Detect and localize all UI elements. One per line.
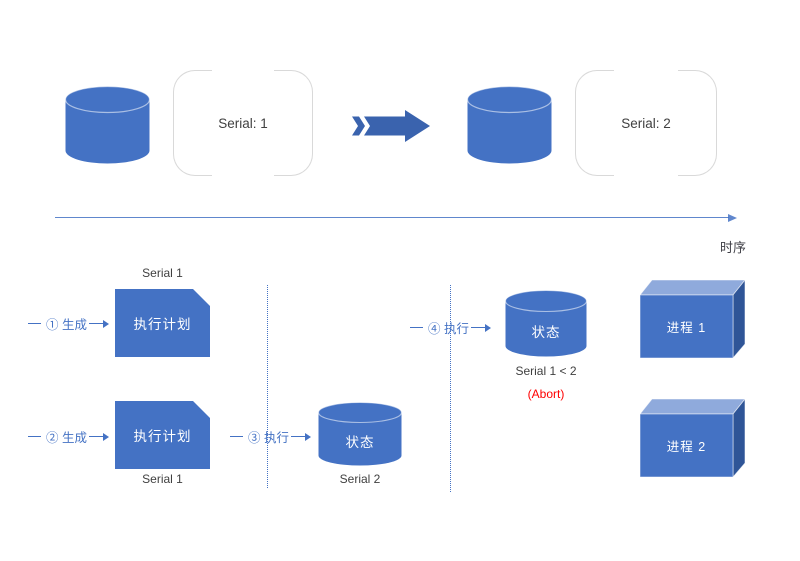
- connector-stem: [88, 322, 103, 325]
- step-2-label: ② 生成: [46, 431, 87, 445]
- right-bracket-icon: [678, 70, 717, 176]
- timeline-arrowhead-icon: [728, 213, 737, 222]
- serial-bracket-1: Serial: 1: [173, 70, 313, 176]
- serial-bracket-2: Serial: 2: [575, 70, 717, 176]
- process-cube-2: 进程 2: [640, 397, 745, 478]
- connector-dash: [28, 435, 41, 438]
- cube-icon: [640, 279, 745, 359]
- timeline-label: 时序: [719, 240, 746, 255]
- process-2-title: 进程 2: [666, 440, 707, 454]
- state-ok-title: 状态: [345, 435, 375, 450]
- step-4-execute: ④ 执行: [410, 318, 491, 337]
- separator-dotted-line-2: [450, 285, 451, 492]
- timeline-axis: [55, 217, 729, 219]
- right-bracket-icon: [274, 70, 313, 176]
- connector-stem: [88, 435, 103, 438]
- state-cylinder-abort: 状态: [505, 290, 587, 357]
- step-3-label: ③ 执行: [248, 431, 289, 445]
- step-1-generate: ① 生成: [28, 314, 109, 333]
- cylinder-icon: [505, 290, 587, 357]
- serial-1-value: Serial: 1: [218, 115, 268, 131]
- state-ok-serial-label: Serial 2: [339, 472, 381, 486]
- arrowhead-icon: [102, 432, 109, 441]
- arrowhead-icon: [102, 319, 109, 328]
- cylinder-icon: [318, 402, 402, 466]
- step-3-execute: ③ 执行: [230, 427, 311, 446]
- separator-dotted-line-1: [267, 285, 268, 488]
- execution-plan-card-2: 执行计划: [115, 401, 210, 469]
- serial-2-value: Serial: 2: [621, 115, 671, 131]
- cylinder-icon: [65, 86, 150, 164]
- process-1-title: 进程 1: [666, 321, 707, 335]
- cube-icon: [640, 398, 745, 478]
- state-abort-serial-label: Serial 1 < 2: [515, 364, 577, 378]
- plan1-title: 执行计划: [133, 317, 192, 332]
- cylinder-icon: [467, 86, 552, 164]
- database-cylinder-1: [65, 86, 150, 164]
- left-bracket-icon: [575, 70, 614, 176]
- arrowhead-icon: [484, 323, 491, 332]
- connector-stem: [290, 435, 305, 438]
- connector-dash: [230, 435, 243, 438]
- plan1-serial-label: Serial 1: [142, 266, 183, 280]
- process-cube-1: 进程 1: [640, 278, 745, 359]
- arrowhead-icon: [304, 432, 311, 441]
- plan2-title: 执行计划: [133, 429, 192, 444]
- connector-stem: [470, 326, 485, 329]
- plan2-serial-label: Serial 1: [142, 472, 183, 486]
- abort-note: (Abort): [527, 387, 565, 401]
- state-cylinder-ok: 状态: [318, 402, 402, 466]
- step-1-label: ① 生成: [46, 318, 87, 332]
- left-bracket-icon: [173, 70, 212, 176]
- state-abort-title: 状态: [531, 324, 561, 340]
- execution-plan-card-1: 执行计划: [115, 289, 210, 357]
- right-arrow-icon: [352, 110, 430, 142]
- connector-dash: [410, 326, 423, 329]
- transition-block-arrow: [352, 108, 432, 144]
- step-4-label: ④ 执行: [428, 322, 469, 336]
- connector-dash: [28, 322, 41, 325]
- step-2-generate: ② 生成: [28, 427, 109, 446]
- database-cylinder-2: [467, 86, 552, 164]
